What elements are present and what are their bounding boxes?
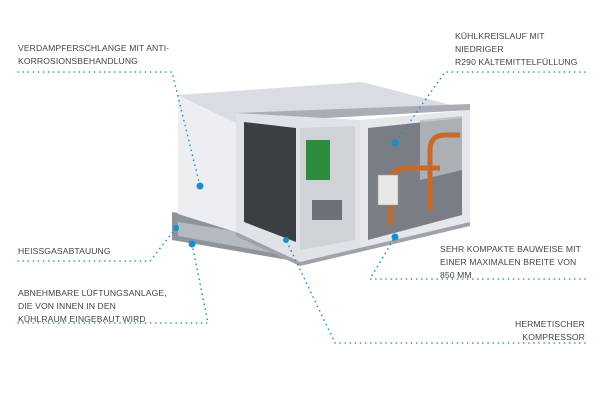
compressor [377,174,399,206]
dot-refrigerant [391,139,399,147]
leader-defrost [17,227,177,262]
callout-line: ABNEHMBARE LÜFTUNGSANLAGE, [18,288,167,298]
dot-compressor [283,237,289,243]
callout-compressor: HERMETISCHER KOMPRESSOR [515,318,585,344]
leader-lines [17,71,586,344]
dot-compact [391,233,399,241]
callout-line: KÜHLKREISLAUF MIT [455,31,545,41]
callout-evaporator: VERDAMPFERSCHLANGE MIT ANTI- KORROSIONSB… [18,42,169,68]
evaporator-housing [178,95,236,232]
callout-line: KÜHLRAUM EINGEBAUT WIRD [18,314,146,324]
dot-defrost [173,225,179,231]
leader-refrigerant [394,71,586,144]
leader-compressor [285,239,586,344]
dot-evaporator [196,182,204,190]
callout-line: HEISSGASABTAUUNG [18,246,111,256]
callout-line: EINER MAXIMALEN BREITE VON [440,257,577,267]
callout-line: NIEDRIGER [455,44,504,54]
callout-line: 850 MM [440,270,472,280]
callout-line: DIE VON INNEN IN DEN [18,301,116,311]
callout-line: R290 KÄLTEMITTELFÜLLUNG [455,57,578,67]
leader-compact [368,236,586,280]
callout-dots [173,139,399,248]
callout-ventilation: ABNEHMBARE LÜFTUNGSANLAGE, DIE VON INNEN… [18,287,167,326]
callout-line: KOMPRESSOR [522,332,585,342]
callout-line: SEHR KOMPAKTE BAUWEISE MIT [440,244,581,254]
callout-defrost: HEISSGASABTAUUNG [18,245,111,258]
callout-line: VERDAMPFERSCHLANGE MIT ANTI- [18,43,170,53]
leader-evaporator [17,71,201,187]
callout-refrigerant: KÜHLKREISLAUF MIT NIEDRIGER R290 KÄLTEMI… [455,30,578,69]
callout-line: KORROSIONSBEHANDLUNG [18,56,138,66]
callout-line: HERMETISCHER [515,319,585,329]
callout-compact: SEHR KOMPAKTE BAUWEISE MIT EINER MAXIMAL… [440,243,581,282]
dot-ventilation [188,240,196,248]
control-board [306,140,330,180]
copper-pipe [427,132,460,210]
